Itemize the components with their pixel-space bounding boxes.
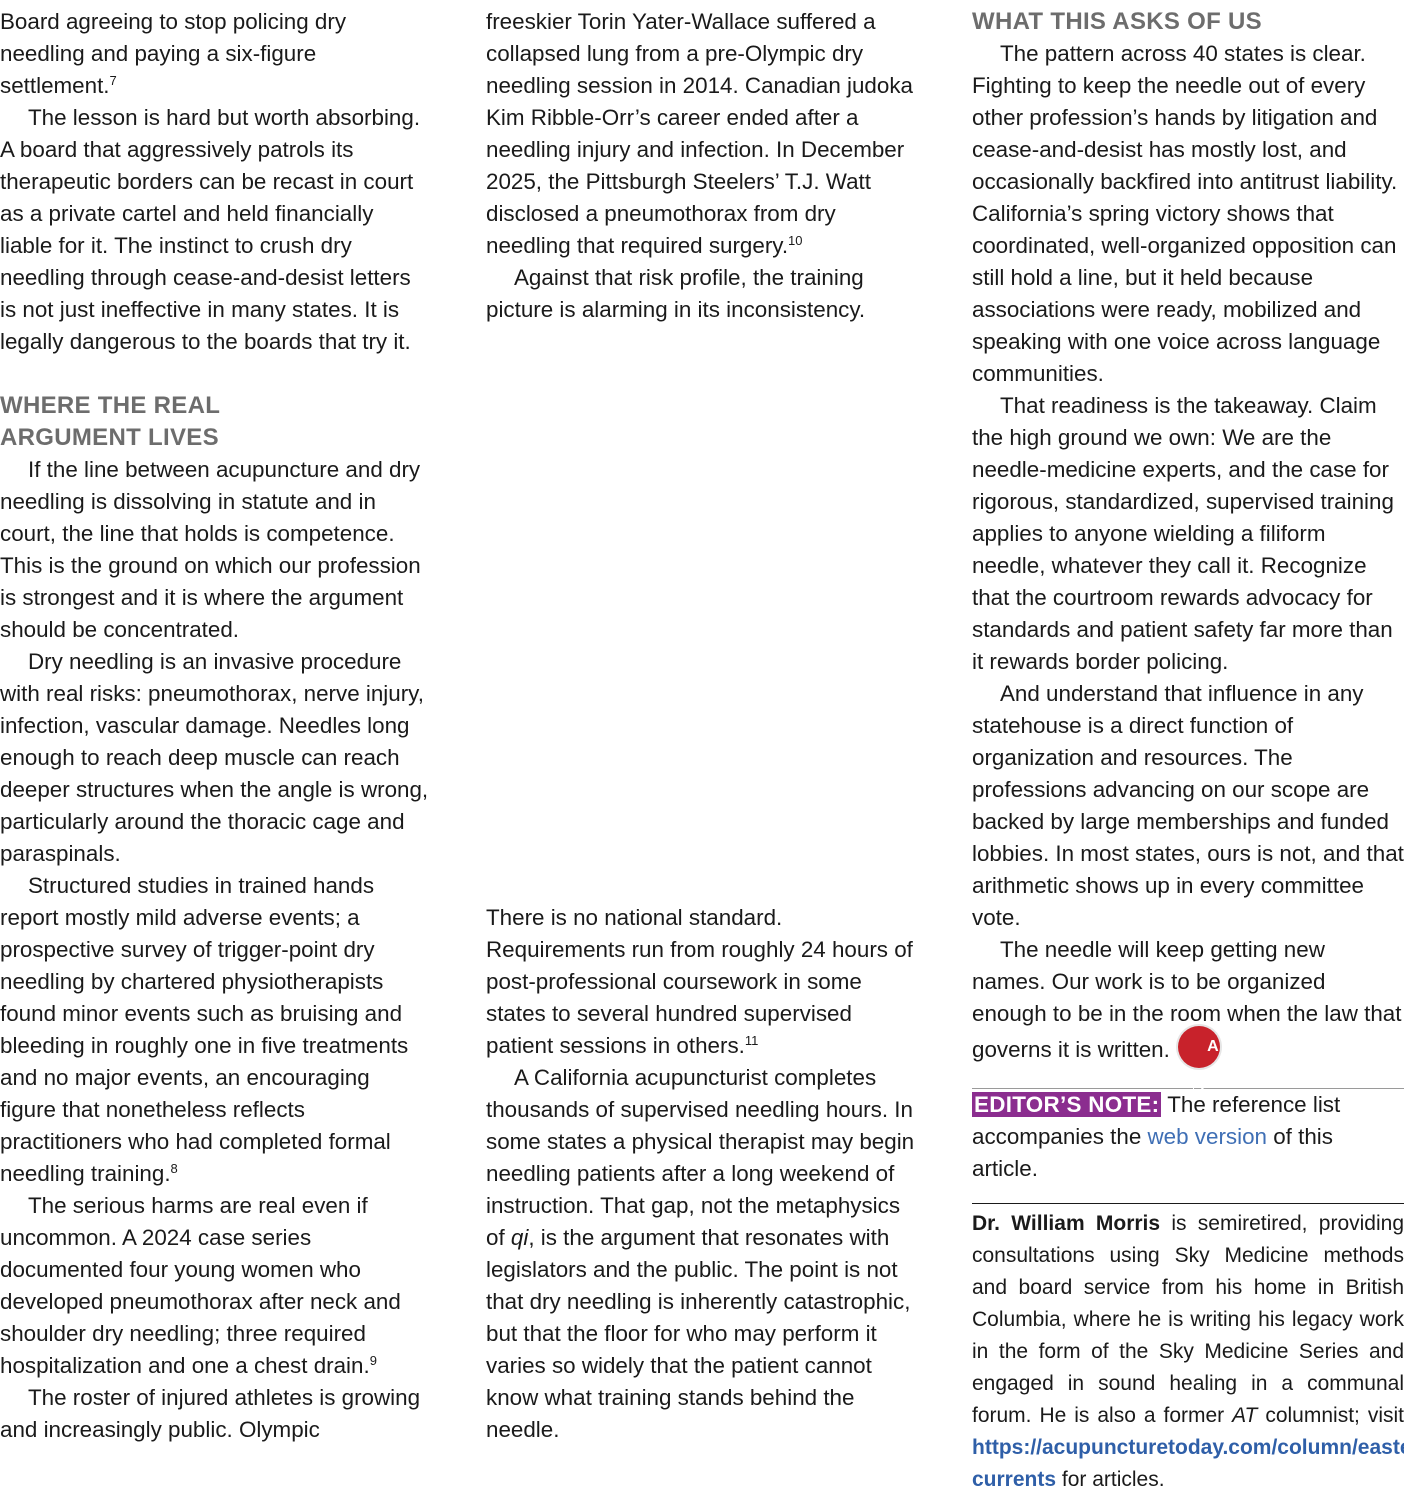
footnote-ref[interactable]: 7 xyxy=(109,73,117,88)
footnote-ref[interactable]: 10 xyxy=(788,233,803,248)
paragraph: Dry needling is an invasive procedure wi… xyxy=(0,649,429,866)
article-column-1: Board agreeing to stop policing dry need… xyxy=(0,6,430,1446)
paragraph: A California acupuncturist completes tho… xyxy=(486,1065,915,1442)
web-version-link[interactable]: web version xyxy=(1147,1124,1267,1149)
editors-note: EDITOR’S NOTE: The reference list accomp… xyxy=(972,1092,1341,1181)
paragraph: The pattern across 40 states is clear. F… xyxy=(972,41,1398,386)
paragraph: There is no national standard. Requireme… xyxy=(486,905,913,1058)
paragraph: If the line between acupuncture and dry … xyxy=(0,457,421,642)
article-column-2-upper: freeskier Torin Yater-Wallace suffered a… xyxy=(486,6,918,326)
article-page: Board agreeing to stop policing dry need… xyxy=(0,6,1404,1491)
divider xyxy=(972,1203,1404,1204)
article-column-2-lower: There is no national standard. Requireme… xyxy=(486,902,918,1446)
author-name: Dr. William Morris xyxy=(972,1212,1161,1235)
editors-note-label: EDITOR’S NOTE: xyxy=(972,1092,1162,1117)
paragraph: Against that risk profile, the training … xyxy=(486,265,866,322)
paragraph: And understand that influence in any sta… xyxy=(972,681,1404,930)
paragraph: The roster of injured athletes is growin… xyxy=(0,1385,421,1442)
section-heading: WHAT THIS ASKS OF US xyxy=(972,8,1262,35)
paragraph: Board agreeing to stop policing dry need… xyxy=(0,9,347,98)
divider xyxy=(972,1088,1404,1089)
column-url-link[interactable]: https://acupuncturetoday.com/column/east… xyxy=(972,1436,1404,1491)
footnote-ref[interactable]: 8 xyxy=(170,1161,178,1176)
paragraph: The lesson is hard but worth absorbing. … xyxy=(0,105,421,354)
acupuncture-today-logo-icon: AT xyxy=(1177,1026,1220,1097)
footnote-ref[interactable]: 11 xyxy=(744,1033,759,1048)
paragraph: That readiness is the takeaway. Claim th… xyxy=(972,393,1394,674)
paragraph: The serious harms are real even if uncom… xyxy=(0,1193,401,1378)
paragraph: Structured studies in trained hands repo… xyxy=(0,873,409,1186)
paragraph: The needle will keep getting new names. … xyxy=(972,937,1402,1097)
paragraph: freeskier Torin Yater-Wallace suffered a… xyxy=(486,9,913,258)
article-column-3: WHAT THIS ASKS OF US The pattern across … xyxy=(972,6,1404,1496)
author-bio: Dr. William Morris is semiretired, provi… xyxy=(972,1208,1404,1496)
footnote-ref[interactable]: 9 xyxy=(369,1353,377,1368)
